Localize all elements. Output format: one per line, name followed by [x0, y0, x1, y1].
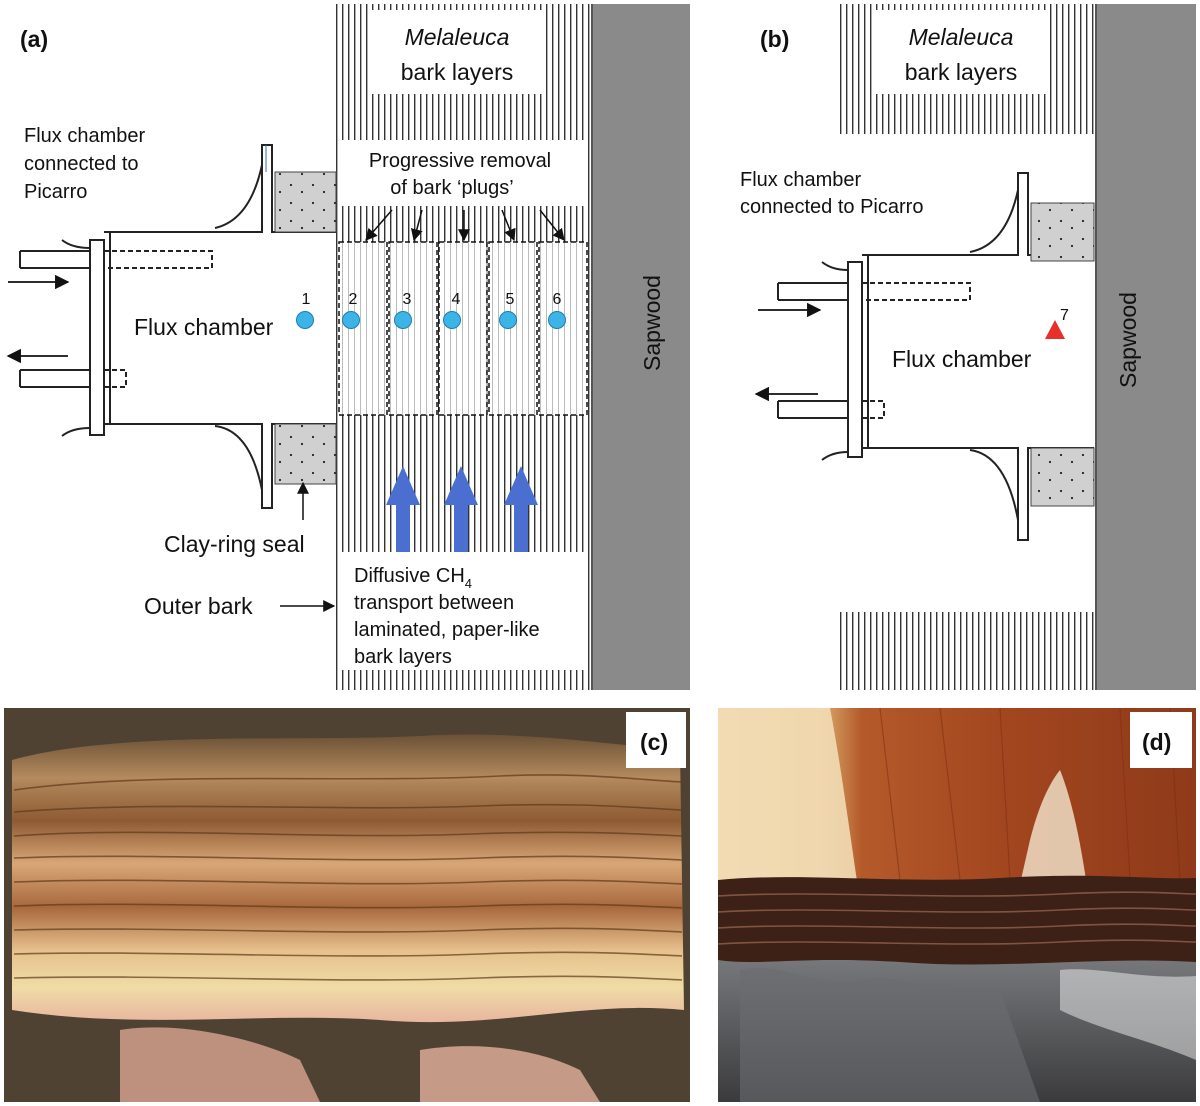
diffusion-arrows: [386, 466, 538, 552]
clay-seal-top-b: [1030, 202, 1095, 262]
chamber-label-a: Flux chamber: [134, 314, 274, 340]
bark-title-box: [370, 10, 545, 94]
removal-line-1: Progressive removal: [369, 150, 551, 172]
chamber-connection-line-1: Flux chamber: [24, 125, 145, 147]
chamber-connection-line-2: connected to: [24, 153, 139, 175]
diffusion-line-2: transport between: [354, 592, 514, 614]
clay-seal-bottom: [274, 423, 337, 485]
bark-title-rest-b: bark layers: [905, 59, 1017, 85]
panel-a-letter: (a): [20, 26, 48, 52]
clay-seal-bottom-b: [1030, 447, 1095, 507]
sampling-point-label: 1: [302, 291, 311, 308]
panel-b: Melaleuca bark layers (b) Flux chamber c…: [740, 4, 1196, 690]
removal-arrows: [365, 209, 565, 242]
bark-plugs: [338, 241, 588, 416]
diffusion-line-1: Diffusive CH4: [354, 565, 472, 591]
bark-title-italic: Melaleuca: [405, 24, 510, 50]
sapwood-label-b: Sapwood: [1115, 292, 1141, 388]
diffusion-line-4: bark layers: [354, 646, 452, 668]
sampling-point-label: 3: [403, 291, 412, 308]
panel-d-photo: (d): [717, 707, 1197, 1102]
chamber-connection-line-3: Picarro: [24, 181, 87, 203]
sampling-point-label: 5: [506, 291, 515, 308]
sampling-point: [342, 311, 360, 329]
outer-bark-label: Outer bark: [144, 593, 253, 619]
bark-title-box-b: [874, 10, 1049, 94]
sampling-point: [443, 311, 461, 329]
chamber-label-b: Flux chamber: [892, 346, 1032, 372]
clay-seal-top: [274, 171, 337, 233]
sapwood-label-a: Sapwood: [639, 275, 665, 371]
sampling-points-a: 1 2 3 4 5 6: [296, 291, 566, 329]
removal-label-box: [340, 140, 586, 206]
sampling-point: [394, 311, 412, 329]
diffusion-label-box: [342, 552, 586, 670]
sampling-point: [499, 311, 517, 329]
panel-d-letter: (d): [1142, 729, 1171, 755]
chamber-connection-b-line-1: Flux chamber: [740, 169, 861, 191]
sampling-point-label: 2: [349, 291, 358, 308]
sampling-point: [548, 311, 566, 329]
sampling-point-7-marker: [1045, 320, 1065, 339]
bark-title-italic-b: Melaleuca: [909, 24, 1014, 50]
panel-c-letter: (c): [640, 729, 668, 755]
panel-c-photo: (c): [4, 708, 690, 1102]
panel-b-letter: (b): [760, 26, 789, 52]
sampling-point-label: 4: [452, 291, 461, 308]
sapwood: [1096, 4, 1196, 690]
bark-layers-bottom: [840, 612, 1096, 690]
seal-label: Clay-ring seal: [164, 531, 305, 557]
sapwood: [592, 4, 690, 690]
bark-title-rest: bark layers: [401, 59, 513, 85]
panel-a: Melaleuca bark layers Progressive remova…: [6, 4, 690, 690]
sampling-point: [296, 311, 314, 329]
chamber-connection-b-line-2: connected to Picarro: [740, 196, 923, 218]
sampling-point-7-label: 7: [1060, 307, 1069, 324]
removal-line-2: of bark ‘plugs’: [390, 177, 513, 199]
diffusion-line-3: laminated, paper-like: [354, 619, 540, 641]
sampling-point-label: 6: [553, 291, 562, 308]
